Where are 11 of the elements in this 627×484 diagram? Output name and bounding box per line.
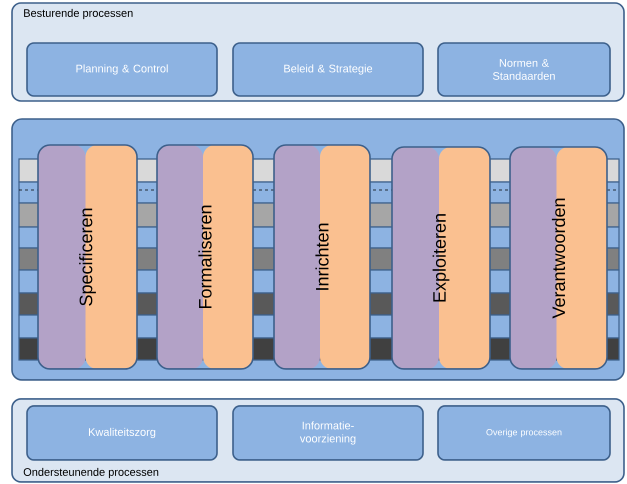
phase-box: Verantwoorden xyxy=(509,146,608,370)
process-box: Planning & Control xyxy=(26,42,218,97)
process-box: Normen & Standaarden xyxy=(437,42,611,97)
phase-box: Formaliseren xyxy=(156,144,254,370)
phase-box: Inrichten xyxy=(273,144,371,370)
process-box: Kwaliteitszorg xyxy=(26,405,218,461)
phase-box: Exploiteren xyxy=(391,146,491,370)
process-box: Overige processen xyxy=(437,405,611,461)
phase-box: Specificeren xyxy=(37,144,138,370)
process-box: Informatie- voorziening xyxy=(232,405,424,461)
process-box: Beleid & Strategie xyxy=(232,42,424,97)
